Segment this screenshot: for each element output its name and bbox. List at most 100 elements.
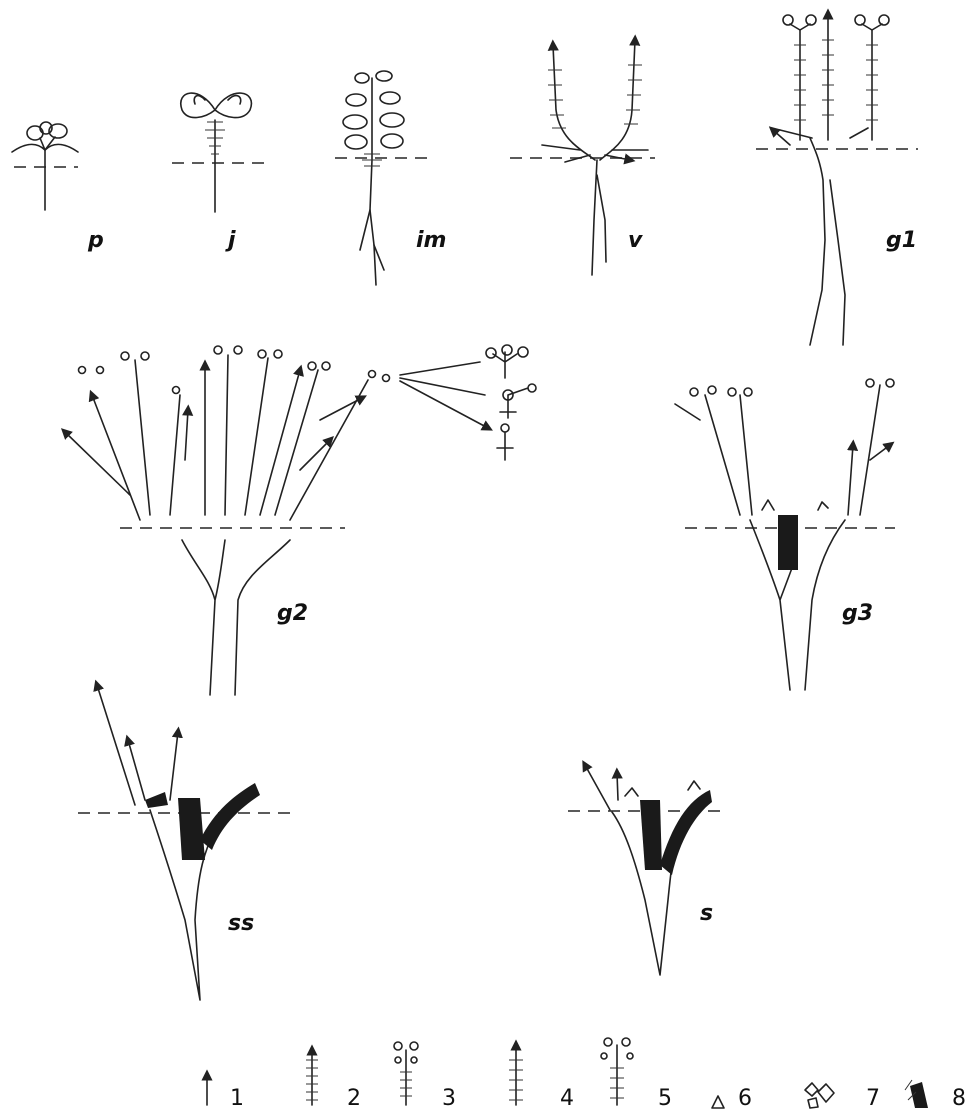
cotyledon-right-p (45, 144, 78, 152)
dead-shoot-ss-3 (145, 792, 168, 808)
stage-g2-drawing (65, 345, 536, 695)
legend-symbol-3-f4 (411, 1057, 417, 1063)
inset-flower-1a (486, 348, 496, 358)
flower-g2-2 (141, 352, 149, 360)
stage-label-j: j (228, 230, 236, 252)
nodes-v-left (548, 70, 566, 128)
legend-symbol-3-f3 (395, 1057, 401, 1063)
legend-symbol-5-f1 (604, 1038, 612, 1046)
legend-symbol-3-f2 (410, 1042, 418, 1050)
leaf-im-3 (346, 94, 366, 106)
branch-g2-a (65, 432, 130, 495)
scars-s (625, 781, 700, 796)
leaf-im-4 (380, 92, 400, 104)
legend-symbol-5-f3 (601, 1053, 607, 1059)
shoot-g3-1 (705, 395, 740, 515)
flower-g1-1 (783, 15, 793, 25)
flower-g3-6 (886, 379, 894, 387)
stage-label-ss: ss (228, 913, 254, 935)
stage-label-g1: g1 (886, 230, 917, 252)
inset-flower-1c (518, 347, 528, 357)
legend-label-6: 6 (738, 1088, 752, 1110)
scars-g3 (762, 500, 828, 510)
flower-g1-4 (879, 15, 889, 25)
shoot-g2-1 (92, 395, 140, 520)
legend-symbol-6 (712, 1096, 724, 1108)
flower-g2-13 (383, 375, 390, 382)
legend-symbol-3-f1 (394, 1042, 402, 1050)
leaf-im-1 (355, 73, 369, 83)
legend-label-5: 5 (658, 1088, 672, 1110)
rootstock-g2 (182, 540, 290, 695)
inset-flower-2b (528, 384, 536, 392)
flower-g2-12 (369, 371, 376, 378)
flower-g2-6 (274, 350, 282, 358)
shoot-g2-2 (135, 360, 150, 515)
roots-v (592, 160, 606, 275)
leaf-im-7 (345, 135, 367, 149)
branch-g3 (675, 404, 890, 460)
dead-shoot-g3 (778, 515, 798, 570)
flower-g1-3 (855, 15, 865, 25)
stage-j-drawing (172, 93, 265, 212)
legend-label-2: 2 (347, 1088, 361, 1110)
shoot-g2-7 (260, 370, 300, 515)
shoot-v-left (553, 45, 595, 160)
leaf-j-1 (181, 93, 215, 118)
stage-p-drawing (12, 122, 78, 210)
flower-g3-2 (708, 386, 716, 394)
stage-im-drawing (335, 71, 428, 285)
stage-s-drawing (568, 765, 722, 975)
inset-arrows (400, 362, 488, 428)
stem-im (370, 78, 376, 285)
legend-label-1: 1 (230, 1088, 244, 1110)
inset-flower-1b (502, 345, 512, 355)
dead-shoot-ss-1 (178, 798, 205, 860)
dead-shoot-s-1 (640, 800, 662, 870)
stage-g3-drawing (675, 379, 895, 690)
dead-shoot-s-2 (660, 790, 712, 875)
leaf-im-6 (380, 113, 404, 127)
leaf-im-2 (376, 71, 392, 81)
flower-g2-4 (234, 346, 242, 354)
shoot-g2-5 (225, 355, 228, 515)
cotyledon-left-p (12, 144, 45, 152)
shoot-g2-3 (170, 395, 180, 515)
basal-buds-g1 (773, 128, 868, 145)
legend-label-3: 3 (442, 1088, 456, 1110)
branch-g2-d (320, 398, 362, 420)
flower-g2-3 (214, 346, 222, 354)
legend-label-7: 7 (866, 1088, 880, 1110)
stage-label-v: v (628, 230, 642, 252)
shoot-g3-4 (860, 385, 880, 515)
rootstock-g1 (810, 138, 845, 345)
flower-g2-8 (322, 362, 330, 370)
shoot-s-1 (585, 765, 610, 810)
legend-label-4: 4 (560, 1088, 574, 1110)
stage-label-g2: g2 (277, 603, 308, 625)
shoot-g2-6 (245, 358, 268, 515)
flower-g3-5 (866, 379, 874, 387)
legend-label-8: 8 (952, 1088, 966, 1110)
flower-g2-10 (97, 367, 104, 374)
shoot-g3-2 (740, 395, 752, 515)
dead-shoot-ss-2 (200, 783, 260, 850)
inset-flower-3a (501, 424, 509, 432)
inset-umbel-3 (497, 432, 513, 460)
legend-symbol-5-f4 (627, 1053, 633, 1059)
roots-im (360, 210, 384, 270)
legend-symbol-5-f2 (622, 1038, 630, 1046)
stage-label-p: p (88, 230, 104, 252)
shoot-g3-3 (848, 445, 853, 515)
flower-g2-5 (258, 350, 266, 358)
legend-symbol-7 (805, 1083, 834, 1108)
flower-g2-11 (173, 387, 180, 394)
flower-g3-4 (744, 388, 752, 396)
stage-ss-drawing (78, 685, 295, 1000)
shoot-s-2 (617, 773, 618, 800)
flower-g2-7 (308, 362, 316, 370)
stage-label-s: s (700, 903, 713, 925)
stage-label-im: im (416, 230, 446, 252)
